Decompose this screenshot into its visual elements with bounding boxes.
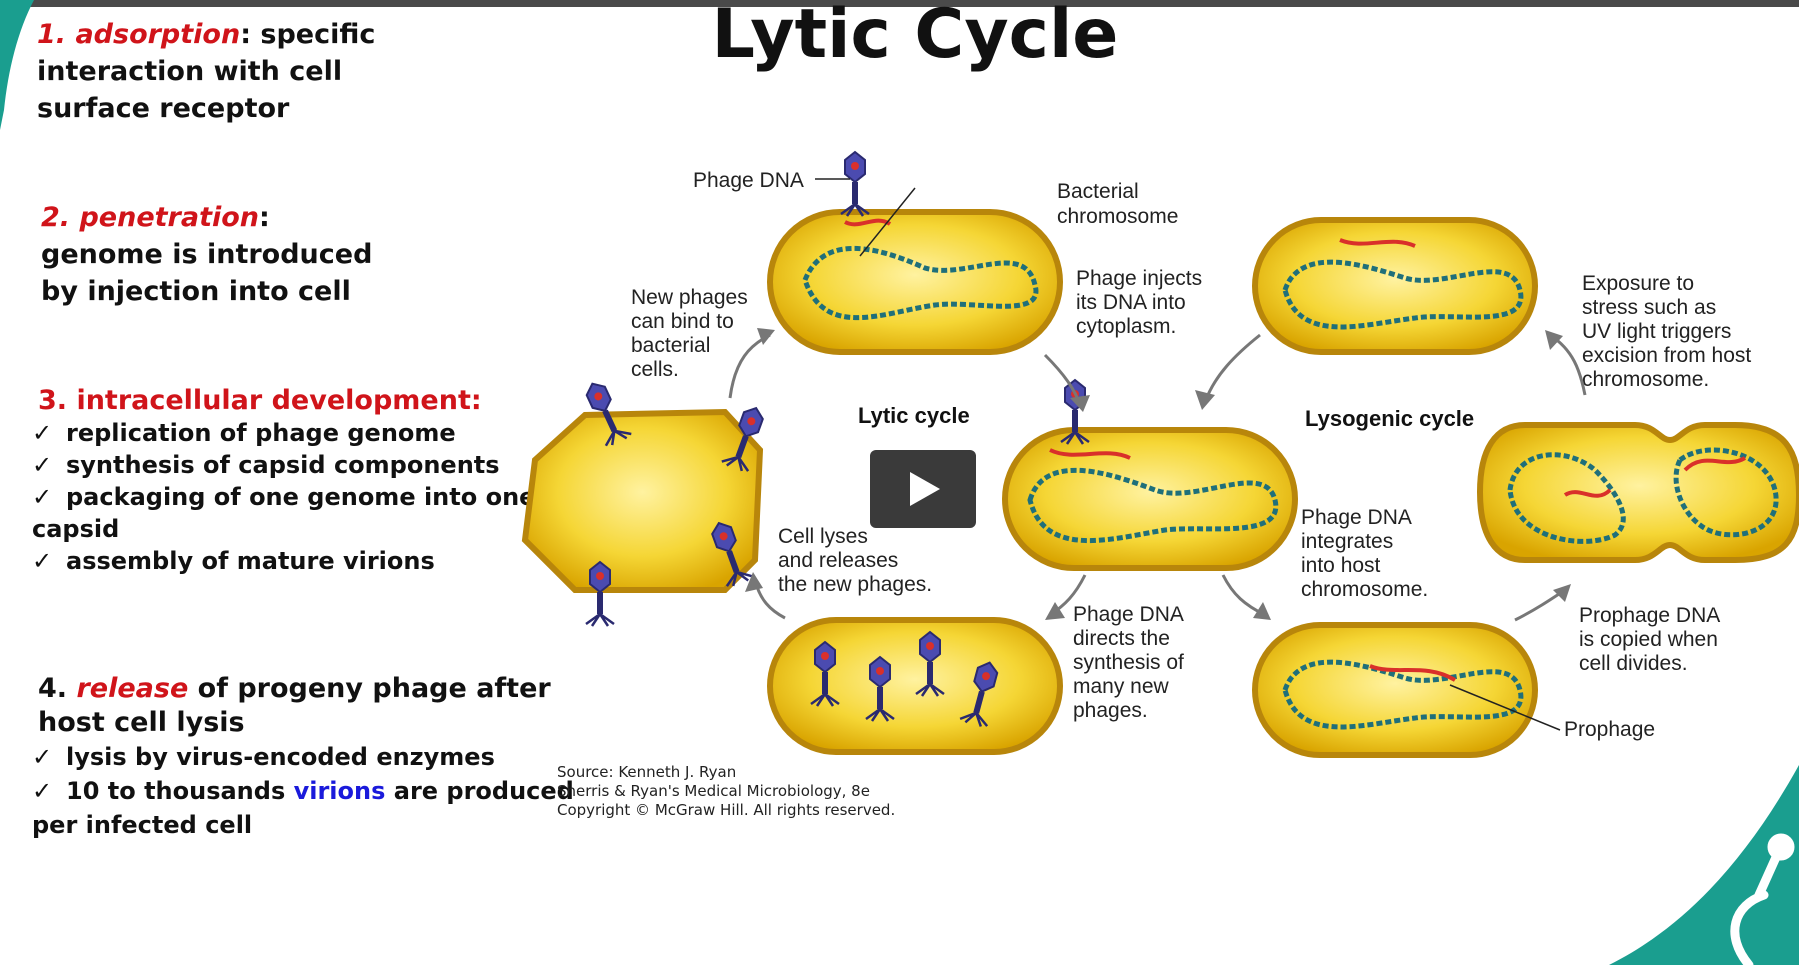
step1-term: adsorption bbox=[75, 19, 241, 50]
label-lysogenic-cycle: Lysogenic cycle bbox=[1305, 406, 1474, 431]
arrowhead-icon bbox=[1545, 330, 1563, 350]
arrow-icon bbox=[728, 333, 771, 399]
step1-number: 1. bbox=[37, 19, 67, 50]
step1-line2: interaction with cell bbox=[37, 56, 343, 87]
play-icon bbox=[910, 472, 940, 506]
arrowhead-icon bbox=[1195, 390, 1215, 410]
arrowhead-icon bbox=[757, 328, 775, 345]
top-bar bbox=[0, 0, 1799, 7]
cell-middle bbox=[1002, 378, 1298, 571]
accent-corner-top-left bbox=[0, 0, 34, 130]
step1-line1: 1. adsorption: specific bbox=[37, 16, 375, 53]
check-icon: ✓ bbox=[32, 547, 53, 575]
step3-heading: 3. intracellular development: bbox=[38, 385, 482, 416]
cell-top-lysogenic bbox=[1252, 217, 1538, 355]
cell-right-dividing bbox=[1476, 422, 1799, 563]
cell-left-lysing bbox=[521, 376, 771, 628]
arrowhead-icon bbox=[745, 572, 763, 592]
step4-item: ✓10 to thousands virions are produced bbox=[32, 774, 574, 808]
video-play-button[interactable] bbox=[870, 450, 976, 528]
arrowhead-icon bbox=[1045, 602, 1065, 620]
step3-item: ✓replication of phage genome bbox=[32, 419, 456, 447]
check-icon: ✓ bbox=[32, 483, 53, 511]
step1-line3: surface receptor bbox=[37, 93, 290, 124]
step3-item: ✓assembly of mature virions bbox=[32, 547, 435, 575]
arrowhead-icon bbox=[1553, 584, 1571, 602]
step2-line1: 2. penetration: bbox=[41, 199, 372, 236]
check-icon: ✓ bbox=[32, 777, 53, 805]
virions-term: virions bbox=[293, 777, 386, 805]
step3-item-wrap: capsid bbox=[32, 515, 120, 543]
page-title: Lytic Cycle bbox=[711, 0, 1119, 74]
step2-number: 2. bbox=[41, 202, 71, 233]
step2-block: 2. penetration: genome is introduced by … bbox=[41, 199, 372, 310]
label-prophage: Prophage bbox=[1564, 718, 1655, 741]
label-phage-dna: Phage DNA bbox=[693, 169, 804, 192]
step4-item: ✓lysis by virus-encoded enzymes bbox=[32, 740, 574, 774]
step4-line1: 4. release of progeny phage after bbox=[38, 673, 551, 704]
arrowhead-icon bbox=[1070, 395, 1090, 412]
cell-top-lytic bbox=[767, 150, 1063, 355]
check-icon: ✓ bbox=[32, 451, 53, 479]
arrow-heads bbox=[745, 328, 1571, 620]
arrow-icon bbox=[1203, 333, 1261, 403]
cell-bottom-prophage bbox=[1252, 622, 1561, 758]
cell-bottom-phages bbox=[767, 617, 1063, 755]
phage-icon bbox=[584, 560, 616, 628]
step2-rest: : bbox=[259, 202, 270, 233]
check-icon: ✓ bbox=[32, 419, 53, 447]
accent-corner-bottom-right bbox=[1609, 765, 1799, 965]
step4-block: 4. release of progeny phage after host c… bbox=[32, 672, 574, 842]
step4-line2: host cell lysis bbox=[38, 707, 245, 738]
step2-term: penetration bbox=[79, 202, 260, 233]
step3-block: 3. intracellular development: ✓replicati… bbox=[32, 385, 535, 577]
phage-icon bbox=[839, 150, 871, 218]
step2-line3: by injection into cell bbox=[41, 276, 351, 307]
step2-line2: genome is introduced bbox=[41, 239, 373, 270]
step3-item: ✓packaging of one genome into one bbox=[32, 483, 536, 511]
step4-item-wrap: per infected cell bbox=[32, 811, 253, 839]
step1-rest: : specific bbox=[240, 19, 376, 50]
step3-item: ✓synthesis of capsid components bbox=[32, 451, 500, 479]
step4-term: release bbox=[76, 673, 189, 704]
check-icon: ✓ bbox=[32, 743, 53, 771]
arrowhead-icon bbox=[1253, 602, 1271, 620]
label-lytic-cycle: Lytic cycle bbox=[858, 403, 970, 428]
microscope-icon bbox=[1730, 833, 1795, 965]
step1-block: 1. adsorption: specific interaction with… bbox=[37, 16, 375, 127]
